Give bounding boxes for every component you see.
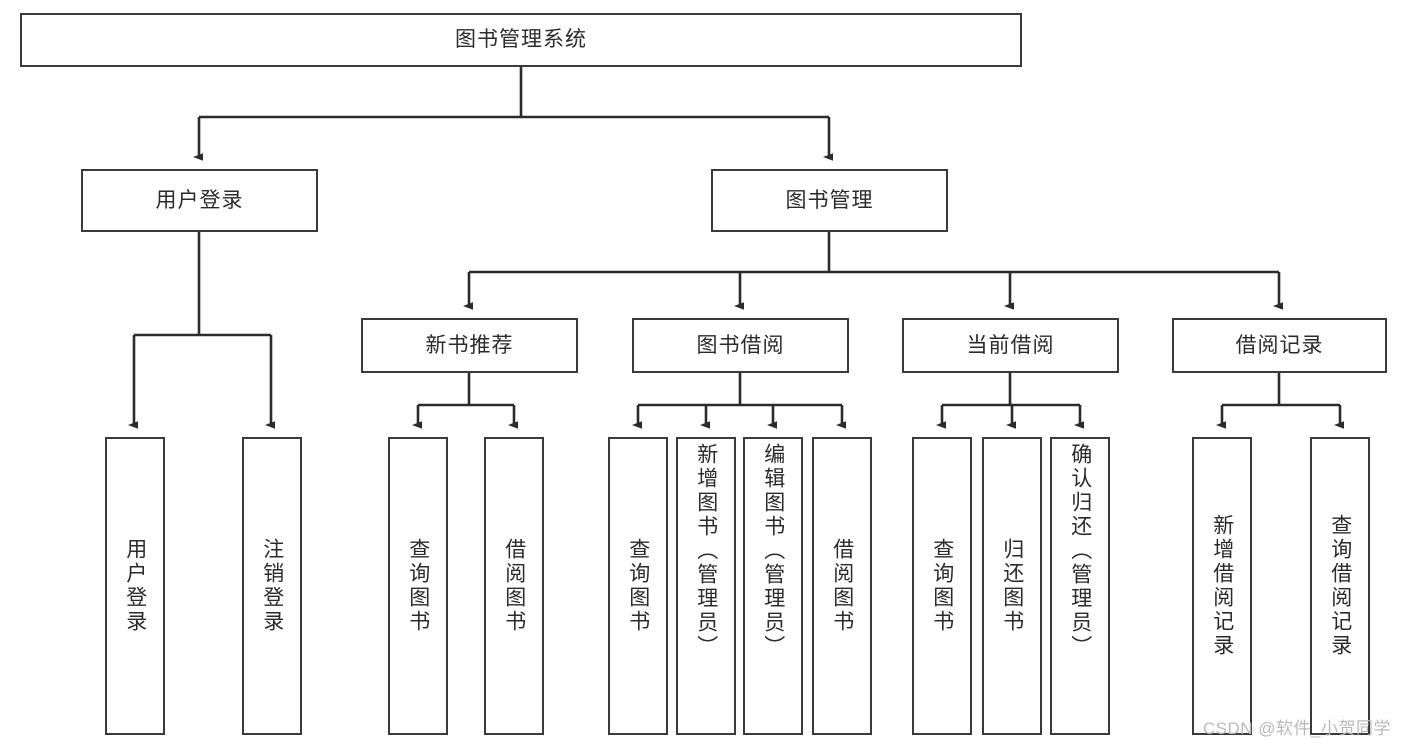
leaf-query-book-3-label: 查询图书 [930,538,954,634]
node-root[interactable]: 图书管理系统 [20,13,1022,67]
leaf-query-book-2[interactable]: 查询图书 [608,437,668,735]
leaf-return-book-label: 归还图书 [1000,538,1024,634]
watermark: CSDN @软件_小贺同学 [1202,719,1391,738]
leaf-query-book-2-label: 查询图书 [626,538,650,634]
leaf-confirm-return-label: 确认归还（管理员） [1068,443,1092,659]
leaf-edit-book[interactable]: 编辑图书（管理员） [743,437,803,735]
node-user-login-label: 用户登录 [155,188,244,212]
leaf-add-record[interactable]: 新增借阅记录 [1192,437,1252,735]
leaf-query-record-label: 查询借阅记录 [1328,514,1352,658]
leaf-add-record-label: 新增借阅记录 [1210,514,1234,658]
leaf-query-book-1-label: 查询图书 [406,538,430,634]
leaf-query-book-1[interactable]: 查询图书 [388,437,448,735]
node-new-book-recommend-label: 新书推荐 [425,333,514,357]
node-new-book-recommend[interactable]: 新书推荐 [361,318,578,373]
leaf-add-book-label: 新增图书（管理员） [694,443,718,659]
node-book-manage[interactable]: 图书管理 [711,169,948,232]
leaf-query-book-3[interactable]: 查询图书 [912,437,972,735]
leaf-query-record[interactable]: 查询借阅记录 [1310,437,1370,735]
leaf-add-book[interactable]: 新增图书（管理员） [676,437,736,735]
leaf-borrow-book-2[interactable]: 借阅图书 [812,437,872,735]
leaf-logout-label: 注销登录 [260,538,284,634]
leaf-return-book[interactable]: 归还图书 [982,437,1042,735]
leaf-edit-book-label: 编辑图书（管理员） [761,443,785,659]
node-borrow-record[interactable]: 借阅记录 [1172,318,1387,373]
node-borrow-record-label: 借阅记录 [1235,333,1324,357]
leaf-borrow-book-1[interactable]: 借阅图书 [484,437,544,735]
node-current-borrow[interactable]: 当前借阅 [902,318,1119,373]
leaf-user-login-label: 用户登录 [123,538,147,634]
leaf-user-login[interactable]: 用户登录 [105,437,165,735]
node-root-label: 图书管理系统 [455,28,587,52]
node-user-login[interactable]: 用户登录 [81,169,318,232]
node-book-borrow-label: 图书借阅 [696,333,785,357]
node-book-manage-label: 图书管理 [785,188,874,212]
leaf-logout[interactable]: 注销登录 [242,437,302,735]
leaf-borrow-book-2-label: 借阅图书 [830,538,854,634]
node-current-borrow-label: 当前借阅 [966,333,1055,357]
node-book-borrow[interactable]: 图书借阅 [632,318,849,373]
leaf-borrow-book-1-label: 借阅图书 [502,538,526,634]
leaf-confirm-return[interactable]: 确认归还（管理员） [1050,437,1110,735]
